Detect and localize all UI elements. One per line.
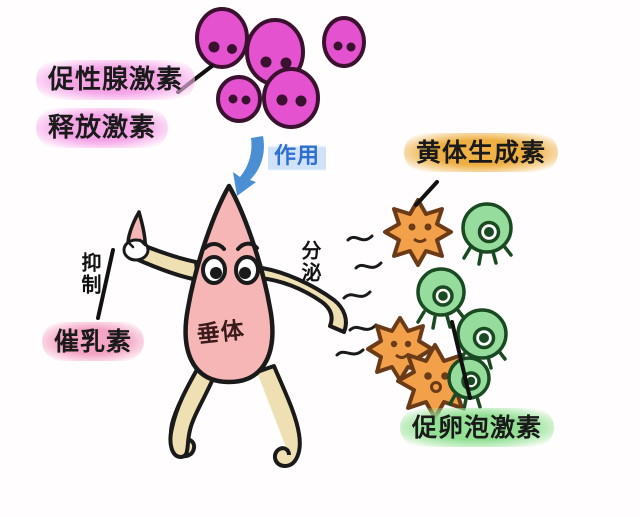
eyebrow-right [236, 241, 259, 251]
eye-right [234, 255, 260, 285]
leg-right [256, 364, 302, 468]
fsh-leader-line [450, 320, 472, 400]
eyebrow-left [203, 242, 226, 251]
action-arrow-blue [233, 136, 264, 196]
pituitary-character [122, 183, 348, 468]
label-inhibit: 抑制 [78, 252, 102, 296]
label-prolactin: 催乳素 [42, 322, 145, 361]
label-gnrh-line2: 释放激素 [36, 108, 169, 148]
fsh-cell [461, 202, 513, 266]
label-act: 作用 [268, 143, 327, 171]
lh-cell [383, 198, 453, 267]
label-fsh: 促卵泡激素 [400, 408, 555, 447]
label-gnrh-line1: 促性腺激素 [36, 60, 196, 100]
label-pituitary: 垂体 [195, 317, 247, 349]
held-cone-object [122, 210, 150, 262]
gnrh-cell [216, 75, 262, 123]
secretion-squiggles [335, 234, 383, 357]
gnrh-cell [322, 16, 366, 68]
gnrh-cell-group [195, 7, 366, 129]
label-lh: 黄体生成素 [404, 133, 559, 172]
leg-left-fill [168, 364, 218, 459]
lh-leader-line [414, 180, 439, 207]
gnrh-cell [195, 7, 249, 69]
label-secrete: 分泌 [298, 240, 322, 284]
eye-left [201, 255, 227, 285]
prolactin-leader-line [96, 248, 115, 320]
fsh-cell [416, 267, 466, 330]
arm-right [258, 266, 348, 334]
gnrh-cell [262, 67, 320, 129]
pituitary-body [183, 183, 275, 385]
